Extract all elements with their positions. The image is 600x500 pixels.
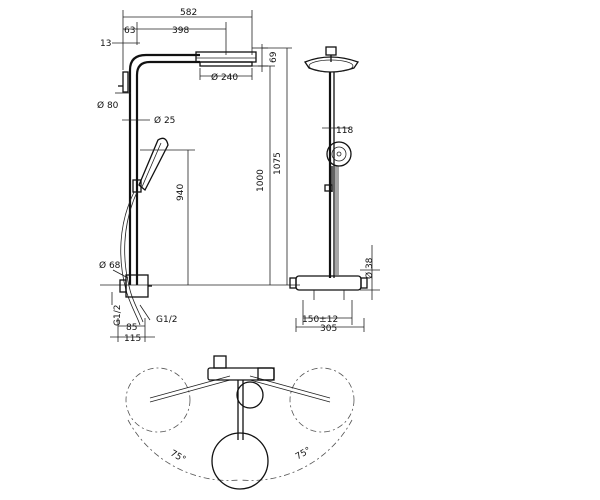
dim-150: 150±12 xyxy=(302,315,338,325)
dim-305: 305 xyxy=(320,324,337,334)
top-view: 75° 75° xyxy=(125,355,355,490)
dim-398: 398 xyxy=(172,26,189,36)
dim-1000: 1000 xyxy=(256,169,266,192)
dim-g12-right: G1/2 xyxy=(156,315,177,325)
dim-d38: Ø 38 xyxy=(364,257,375,279)
angle-right: 75° xyxy=(294,446,313,463)
dim-13: 13 xyxy=(100,39,111,49)
dim-85: 85 xyxy=(126,323,137,333)
dim-1075: 1075 xyxy=(273,152,283,175)
side-view: 582 63 398 13 69 Ø 240 Ø 80 Ø 25 xyxy=(97,8,300,344)
dim-940: 940 xyxy=(176,184,186,201)
dim-63: 63 xyxy=(124,26,135,36)
dim-115: 115 xyxy=(124,334,141,344)
dim-g12-left: G1/2 xyxy=(113,305,123,326)
dim-118: 118 xyxy=(336,126,353,136)
dim-d80: Ø 80 xyxy=(97,100,119,111)
dim-d240: Ø 240 xyxy=(211,72,238,83)
angle-left: 75° xyxy=(168,449,187,466)
front-view: 118 Ø 38 150±12 305 xyxy=(289,46,380,334)
dim-582: 582 xyxy=(180,8,197,18)
dim-69: 69 xyxy=(269,51,279,63)
dim-d68: Ø 68 xyxy=(99,260,121,271)
dim-d25: Ø 25 xyxy=(154,115,175,126)
